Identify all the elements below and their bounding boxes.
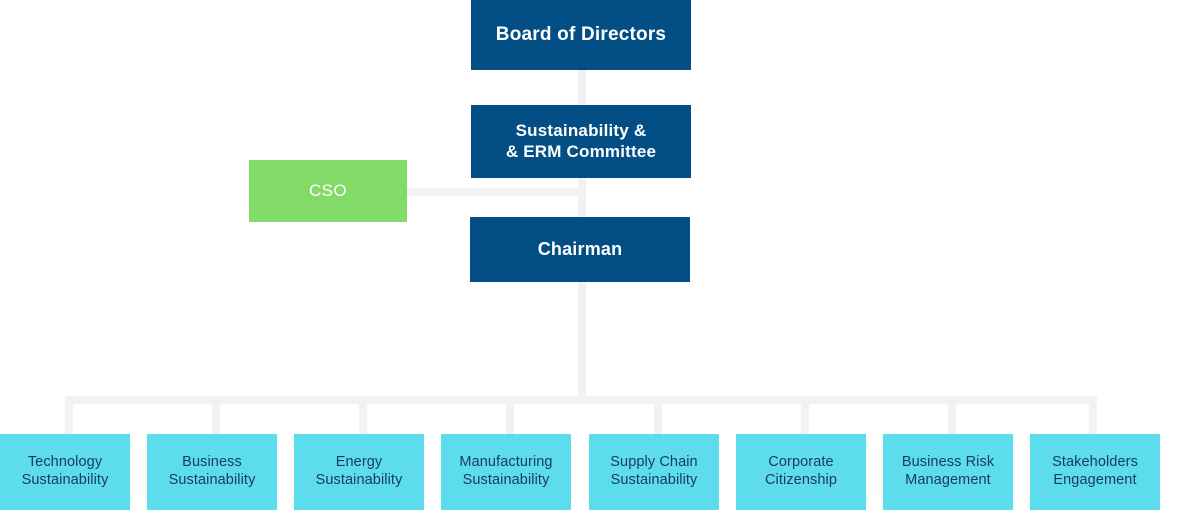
- node-supply-chain-sustainability[interactable]: Supply Chain Sustainability: [589, 434, 719, 510]
- node-chairman[interactable]: Chairman: [470, 217, 690, 282]
- node-technology-sustainability-label: Technology Sustainability: [21, 454, 109, 488]
- connector-drop-business-sustainability: [212, 396, 220, 436]
- node-cso[interactable]: CSO: [249, 160, 407, 222]
- node-supply-chain-sustainability-label: Supply Chain Sustainability: [610, 454, 698, 488]
- connector-chairman-to-bus: [578, 282, 586, 398]
- node-business-risk-management[interactable]: Business Risk Management: [883, 434, 1013, 510]
- connector-horizontal-bus: [65, 396, 1097, 404]
- connector-drop-manufacturing-sustainability: [506, 396, 514, 436]
- connector-drop-stakeholders-engagement: [1089, 396, 1097, 436]
- node-stakeholders-engagement[interactable]: Stakeholders Engagement: [1030, 434, 1160, 510]
- connector-drop-supply-chain-sustainability: [654, 396, 662, 436]
- connector-cso-to-chairman: [405, 188, 581, 196]
- connector-drop-corporate-citizenship: [801, 396, 809, 436]
- node-board-of-directors[interactable]: Board of Directors: [471, 0, 691, 70]
- node-energy-sustainability[interactable]: Energy Sustainability: [294, 434, 424, 510]
- connector-drop-technology-sustainability: [65, 396, 73, 436]
- node-energy-sustainability-label: Energy Sustainability: [315, 454, 403, 488]
- connector-board-to-committee: [578, 70, 586, 106]
- node-technology-sustainability[interactable]: Technology Sustainability: [0, 434, 130, 510]
- node-sustainability-erm-committee-label: Sustainability & & ERM Committee: [505, 120, 657, 161]
- node-chairman-label: Chairman: [537, 238, 623, 259]
- node-stakeholders-engagement-label: Stakeholders Engagement: [1052, 454, 1138, 488]
- node-manufacturing-sustainability-label: Manufacturing Sustainability: [459, 454, 553, 488]
- node-corporate-citizenship[interactable]: Corporate Citizenship: [736, 434, 866, 510]
- connector-committee-to-chairman: [578, 178, 586, 218]
- node-business-sustainability-label: Business Sustainability: [168, 454, 256, 488]
- node-cso-label: CSO: [308, 180, 348, 200]
- node-corporate-citizenship-label: Corporate Citizenship: [764, 454, 838, 488]
- node-sustainability-erm-committee[interactable]: Sustainability & & ERM Committee: [471, 105, 691, 178]
- node-business-sustainability[interactable]: Business Sustainability: [147, 434, 277, 510]
- node-manufacturing-sustainability[interactable]: Manufacturing Sustainability: [441, 434, 571, 510]
- node-board-of-directors-label: Board of Directors: [495, 24, 667, 46]
- connector-drop-energy-sustainability: [359, 396, 367, 436]
- node-business-risk-management-label: Business Risk Management: [901, 454, 995, 488]
- connector-drop-business-risk-management: [948, 396, 956, 436]
